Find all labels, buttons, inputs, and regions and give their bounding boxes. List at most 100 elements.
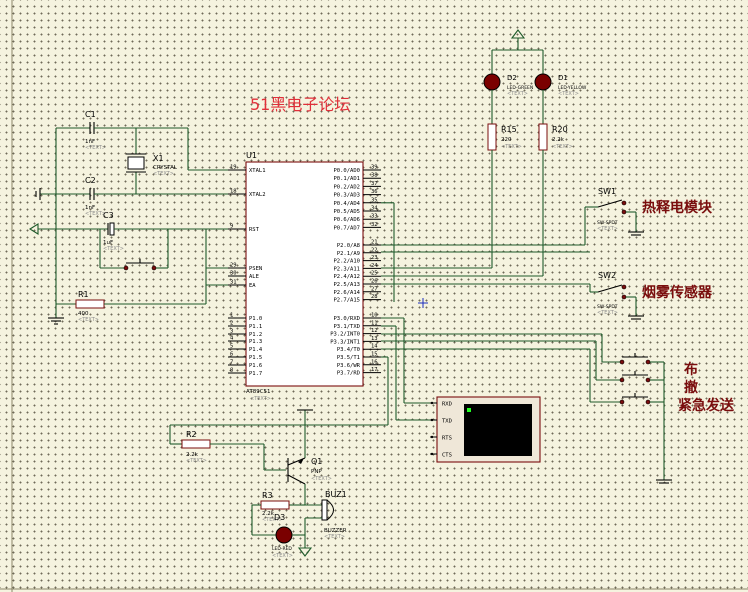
mcu-body[interactable]	[245, 161, 364, 387]
reset-button-contact-a[interactable]	[123, 265, 129, 271]
mcu-pin-number: 22	[371, 247, 378, 253]
button-emergency-send[interactable]	[619, 393, 651, 405]
r2-body[interactable]	[181, 439, 211, 449]
led-d3[interactable]	[275, 526, 293, 544]
mcu-pin-number: 4	[230, 336, 234, 342]
mcu-pin-number: 10	[371, 313, 378, 319]
mcu-pin-name: P2.4/A12	[334, 274, 361, 280]
r20-value: 2.2k	[552, 137, 565, 143]
terminal-pin-txd[interactable]: TXD	[430, 419, 452, 425]
mcu-pin-number: 37	[371, 181, 378, 187]
reset-button-contact-b[interactable]	[151, 265, 157, 271]
r2-text: <TEXT>	[186, 458, 207, 464]
terminal-cursor	[467, 408, 471, 412]
mcu-pin-number: 5	[230, 344, 233, 350]
sw1-lever[interactable]	[597, 199, 623, 208]
sw2-lever[interactable]	[597, 284, 623, 293]
buzzer-body[interactable]	[321, 499, 328, 521]
sw1-contact-a[interactable]	[621, 200, 627, 206]
mcu-pin-p1-2[interactable]: 3P1.2	[228, 329, 262, 339]
sw2-contact-b[interactable]	[621, 294, 627, 300]
sw1-label: 热释电模块	[642, 199, 713, 216]
terminal-pin-rts[interactable]: RTS	[430, 436, 452, 442]
mcu-pin-name: EA	[249, 283, 256, 289]
r15-body[interactable]	[487, 123, 497, 151]
control-buttons: 布 撤 紧急发送	[381, 333, 735, 484]
terminal-pin-rxd[interactable]: RXD	[430, 402, 452, 408]
terminal-pin-cts[interactable]: CTS	[430, 453, 452, 459]
q1-value: PNP	[311, 469, 322, 475]
buz1-text: <TEXT>	[324, 534, 345, 540]
mcu-pin-name: P1.0	[249, 316, 262, 322]
crystal-x1[interactable]	[127, 156, 145, 170]
mcu-u1[interactable]: U1 AT89C51 <TEXT> 19XTAL118XTAL29RST29PS…	[228, 151, 395, 402]
mcu-pin-number: 33	[371, 214, 378, 220]
mcu-pin-p1-0[interactable]: 1P1.0	[228, 313, 262, 323]
mcu-pin-number: 23	[371, 255, 378, 261]
r1-value: 400	[78, 311, 89, 317]
mcu-pin-name: P3.0/RXD	[334, 316, 361, 322]
mcu-pin-p1-5[interactable]: 6P1.5	[228, 352, 262, 362]
mcu-pin-name: P2.2/A10	[334, 259, 361, 265]
button-che[interactable]	[619, 371, 651, 383]
mcu-pin-name: P2.0/A8	[337, 243, 360, 249]
mcu-pin-p1-3[interactable]: 4P1.3	[228, 336, 262, 346]
mcu-pin-name: P3.3/INT1	[330, 339, 360, 345]
mcu-pin-name: P3.1/TXD	[334, 324, 361, 330]
mcu-pin-name: P3.4/T0	[337, 347, 360, 353]
r20-text: <TEXT>	[552, 144, 573, 150]
sw2-contact-a[interactable]	[621, 284, 627, 290]
button-bu[interactable]	[619, 353, 651, 365]
sw2-value: SW-SPDT	[597, 304, 618, 310]
sw1-contact-b[interactable]	[621, 209, 627, 215]
mcu-pin-p1-7[interactable]: 8P1.7	[228, 368, 262, 378]
terminal-screen[interactable]	[464, 404, 532, 456]
sw2-label: 烟雾传感器	[642, 284, 713, 301]
r20-body[interactable]	[538, 123, 548, 151]
d3-text: <TEXT>	[272, 553, 293, 559]
virtual-terminal[interactable]: RXD TXD RTS CTS	[381, 317, 541, 463]
mcu-pin-p1-6[interactable]: 7P1.6	[228, 360, 262, 370]
mcu-pin-name: P1.5	[249, 355, 262, 361]
led-d1[interactable]	[534, 73, 552, 91]
r1-body[interactable]	[75, 299, 105, 309]
mcu-pin-number: 26	[371, 279, 378, 285]
sensor-switches: SW1 SW-SPDT <TEXT> 热释电模块 SW2 SW-SPDT <TE…	[381, 187, 713, 320]
r3-body[interactable]	[260, 500, 290, 510]
terminal-pins: RXD TXD RTS CTS	[430, 402, 452, 459]
terminal-pin-label: TXD	[442, 419, 452, 425]
mcu-pin-p1-1[interactable]: 2P1.1	[228, 321, 262, 331]
mcu-pin-p1-4[interactable]: 5P1.4	[228, 344, 263, 354]
led-d2[interactable]	[483, 73, 501, 91]
